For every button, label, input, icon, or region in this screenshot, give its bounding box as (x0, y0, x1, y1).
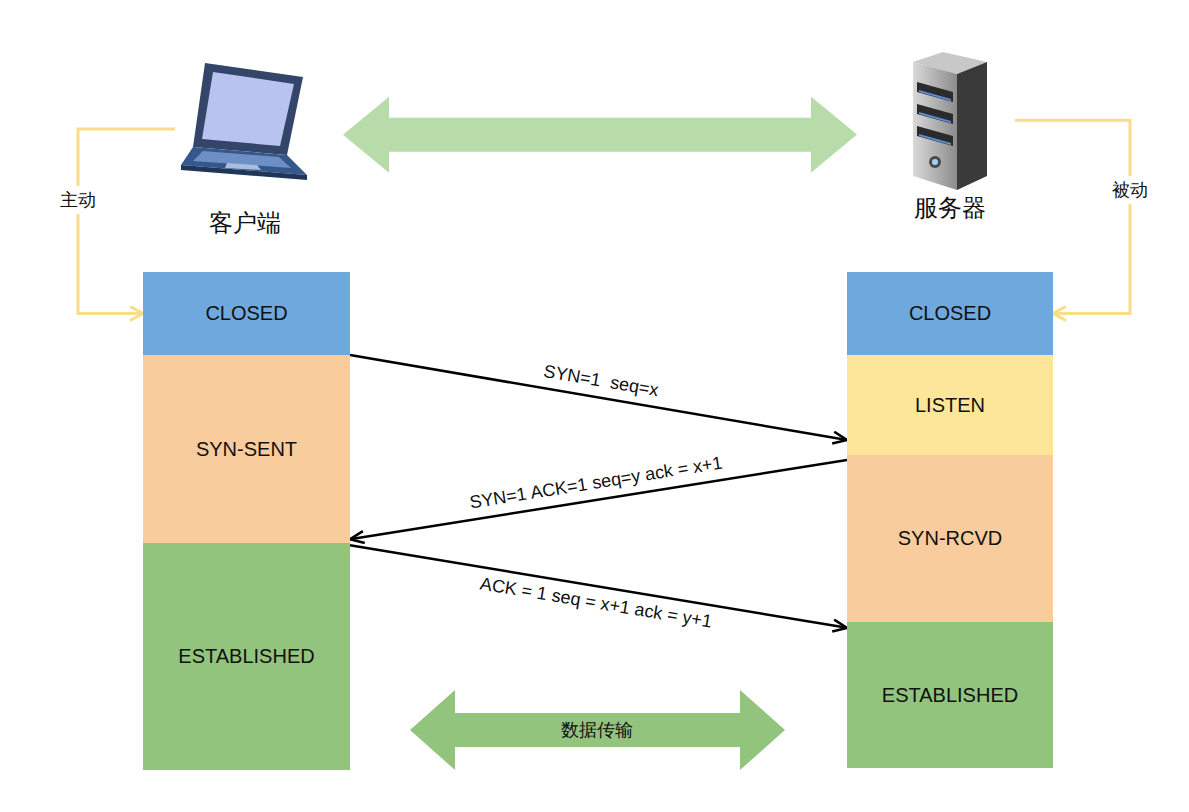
server-icon-node: 服务器 (885, 50, 1015, 230)
arrow-caption: 数据传输 (561, 718, 633, 742)
fat-double-arrow (410, 690, 785, 770)
state-name: CLOSED (205, 302, 287, 325)
device-name: 服务器 (885, 192, 1015, 224)
state-name: CLOSED (909, 302, 991, 325)
device-name: 客户端 (175, 207, 315, 239)
segment-label: SYN=1 ACK=1 seq=y ack = x+1 (468, 452, 724, 513)
link-arrow (389, 118, 811, 152)
handshake-arrow (350, 545, 847, 628)
laptop-icon-node: 客户端 (175, 55, 315, 245)
state-name: ESTABLISHED (178, 645, 314, 668)
handshake-arrow (350, 355, 847, 440)
state-box: SYN-SENT (143, 355, 350, 543)
state-box: LISTEN (847, 355, 1053, 455)
state-box: CLOSED (847, 272, 1053, 355)
state-box: SYN-RCVD (847, 455, 1053, 622)
state-name: SYN-RCVD (898, 527, 1002, 550)
state-box: CLOSED (143, 272, 350, 355)
role-label: 主动 (57, 186, 99, 214)
segment-label: ACK = 1 seq = x+1 ack = y+1 (478, 574, 713, 633)
state-box: ESTABLISHED (143, 543, 350, 770)
state-name: LISTEN (915, 394, 985, 417)
segment-label: SYN=1 seq=x (542, 361, 660, 401)
role-label: 被动 (1109, 176, 1151, 204)
state-name: SYN-SENT (196, 438, 297, 461)
state-box: ESTABLISHED (847, 622, 1053, 768)
state-name: ESTABLISHED (882, 684, 1018, 707)
